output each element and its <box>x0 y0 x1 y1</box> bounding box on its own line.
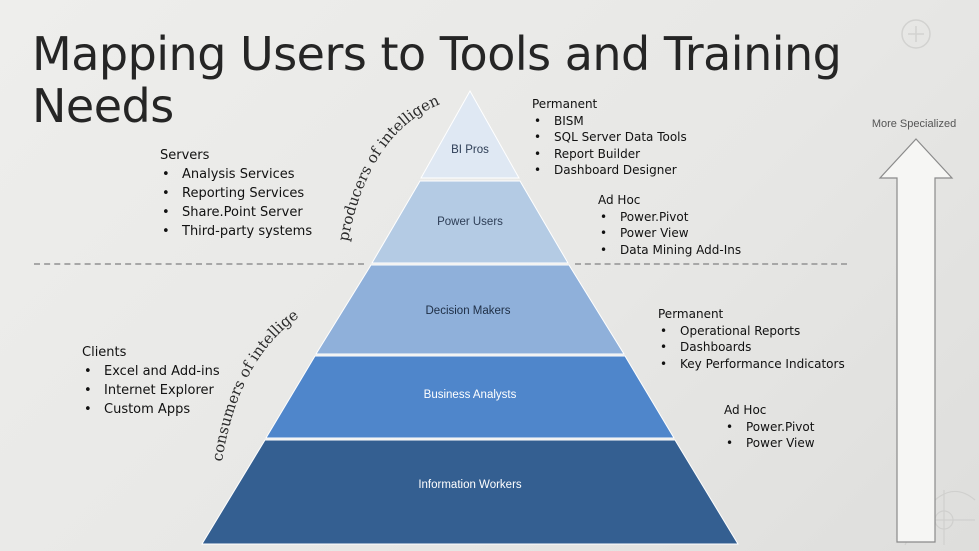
consumers-permanent-heading: Permanent <box>658 307 724 321</box>
tier-label-business-analysts: Business Analysts <box>424 389 517 401</box>
more-specialized-label: More Specialized <box>871 118 957 130</box>
list-item: Reporting Services <box>160 184 312 203</box>
tier-label-decision-makers: Decision Makers <box>426 305 511 317</box>
producers-adhoc-heading: Ad Hoc <box>598 193 641 207</box>
servers-heading: Servers <box>160 148 210 163</box>
consumers-permanent-block: Permanent Operational Reports Dashboards… <box>658 306 845 372</box>
pyramid-tier-decision-makers <box>315 264 625 355</box>
up-arrow-icon <box>878 138 954 543</box>
servers-block: Servers Analysis Services Reporting Serv… <box>160 146 312 241</box>
tier-label-bi-pros: BI Pros <box>451 144 489 156</box>
list-item: Analysis Services <box>160 165 312 184</box>
clients-heading: Clients <box>82 345 127 360</box>
tier-label-power-users: Power Users <box>437 216 503 228</box>
producers-adhoc-block: Ad Hoc Power.Pivot Power View Data Minin… <box>598 192 741 258</box>
list-item: Share.Point Server <box>160 203 312 222</box>
consumers-adhoc-list: Power.Pivot Power View <box>724 419 815 452</box>
list-item: Dashboards <box>658 339 845 356</box>
list-item: Power View <box>598 225 741 242</box>
producers-permanent-list: BISM SQL Server Data Tools Report Builde… <box>532 113 687 179</box>
list-item: SQL Server Data Tools <box>532 129 687 146</box>
list-item: Report Builder <box>532 146 687 163</box>
list-item: Data Mining Add-Ins <box>598 242 741 259</box>
tier-label-information-workers: Information Workers <box>418 479 522 491</box>
servers-list: Analysis Services Reporting Services Sha… <box>160 165 312 241</box>
clients-block: Clients Excel and Add-ins Internet Explo… <box>82 343 220 419</box>
consumers-adhoc-heading: Ad Hoc <box>724 403 767 417</box>
producers-permanent-block: Permanent BISM SQL Server Data Tools Rep… <box>532 96 687 179</box>
pyramid-tier-power-users <box>371 180 569 264</box>
pyramid-tier-bi-pros <box>420 89 520 179</box>
producers-adhoc-list: Power.Pivot Power View Data Mining Add-I… <box>598 209 741 259</box>
divider-right <box>575 263 847 265</box>
list-item: Excel and Add-ins <box>82 362 220 381</box>
title-line-1: Mapping Users to Tools and Training <box>32 27 842 81</box>
list-item: Internet Explorer <box>82 381 220 400</box>
list-item: Power View <box>724 435 815 452</box>
slide-title: Mapping Users to Tools and Training Need… <box>32 27 842 133</box>
title-line-2: Needs <box>32 79 174 133</box>
list-item: Key Performance Indicators <box>658 356 845 373</box>
divider-left <box>34 263 364 265</box>
clients-list: Excel and Add-ins Internet Explorer Cust… <box>82 362 220 419</box>
list-item: BISM <box>532 113 687 130</box>
list-item: Dashboard Designer <box>532 162 687 179</box>
list-item: Custom Apps <box>82 400 220 419</box>
plus-icon <box>901 19 931 49</box>
list-item: Power.Pivot <box>724 419 815 436</box>
consumers-permanent-list: Operational Reports Dashboards Key Perfo… <box>658 323 845 373</box>
consumers-adhoc-block: Ad Hoc Power.Pivot Power View <box>724 402 815 452</box>
list-item: Third-party systems <box>160 222 312 241</box>
list-item: Power.Pivot <box>598 209 741 226</box>
producers-permanent-heading: Permanent <box>532 97 598 111</box>
pyramid-tier-information-workers <box>201 439 739 545</box>
list-item: Operational Reports <box>658 323 845 340</box>
pyramid-tier-business-analysts <box>265 355 675 439</box>
